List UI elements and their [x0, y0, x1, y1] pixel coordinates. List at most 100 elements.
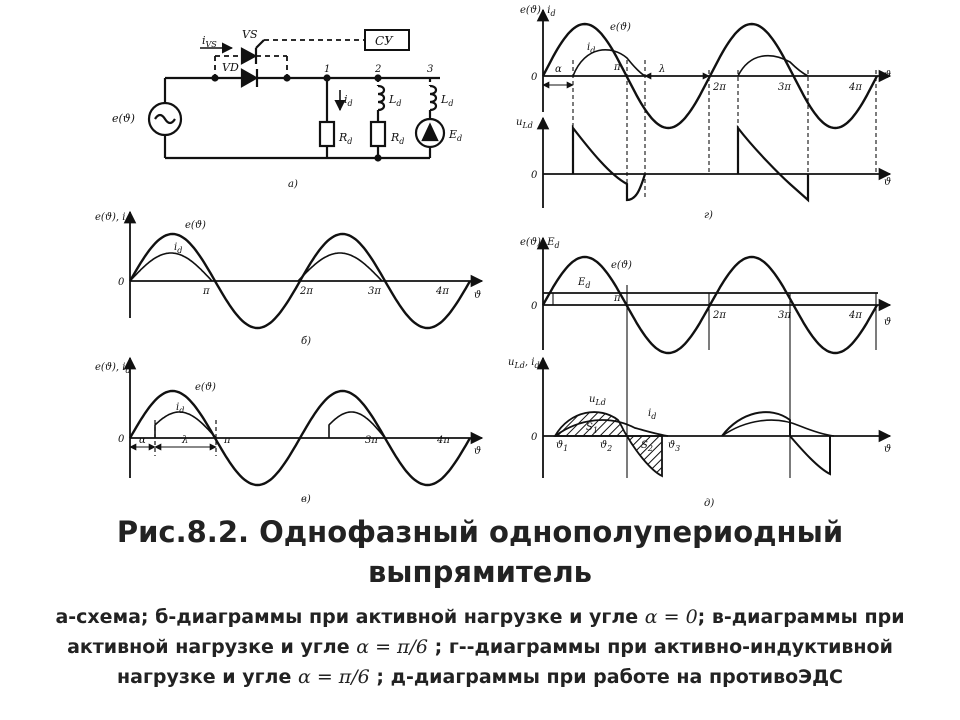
svg-text:3: 3 — [427, 64, 433, 75]
svg-text:Rd: Rd — [390, 131, 404, 146]
panel-g-i-curve — [572, 49, 809, 77]
panel-b-e-curve — [128, 232, 472, 330]
caption-part-1: а-схема; б-диаграммы при активной нагруз… — [55, 606, 645, 628]
svg-text:π: π — [202, 286, 210, 297]
inductor-ld-2 — [429, 84, 438, 112]
svg-text:π: π — [613, 293, 621, 304]
svg-text:д): д) — [704, 498, 714, 509]
svg-text:2π: 2π — [299, 286, 313, 297]
panel-d-uld2-curve — [721, 411, 831, 476]
svg-text:e(ϑ), id: e(ϑ), id — [95, 212, 131, 225]
svg-text:λ: λ — [181, 435, 188, 446]
panel-g-uld-curve — [571, 124, 810, 203]
figure-diagrams: iVS VS VD СУ e(ϑ) 1 2 3 id Rd Ld Rd Ld E… — [95, 5, 892, 509]
svg-text:ϑ2: ϑ2 — [600, 440, 612, 453]
svg-text:ϑ: ϑ — [884, 444, 891, 455]
panel-v: e(ϑ), id e(ϑ) id 0 α λ π 3π 4π ϑ в) — [95, 356, 484, 505]
resistor-rd-1 — [318, 120, 336, 148]
svg-text:г): г) — [704, 210, 713, 221]
svg-text:e(ϑ), Ed: e(ϑ), Ed — [520, 237, 560, 250]
svg-text:S1: S1 — [586, 422, 598, 435]
svg-text:id: id — [176, 402, 184, 415]
svg-text:4π: 4π — [848, 310, 862, 321]
svg-text:e(ϑ): e(ϑ) — [112, 112, 135, 125]
svg-text:iVS: iVS — [202, 34, 217, 49]
caption-math-2: α = π/6 — [356, 636, 429, 658]
svg-text:id: id — [344, 93, 353, 108]
svg-text:0: 0 — [118, 434, 125, 445]
panel-d-id-curve — [554, 419, 669, 437]
svg-text:Ed: Ed — [577, 277, 590, 290]
caption-part-3: ; г--диаграммы при активно-индуктивной н… — [117, 636, 893, 688]
svg-text:Rd: Rd — [338, 131, 352, 146]
svg-text:λ: λ — [658, 64, 665, 75]
resistor-rd-2 — [369, 120, 387, 148]
svg-text:ϑ1: ϑ1 — [556, 440, 568, 453]
svg-text:4π: 4π — [436, 435, 450, 446]
svg-text:e(ϑ): e(ϑ) — [610, 22, 631, 33]
svg-text:π: π — [613, 62, 621, 73]
svg-text:Ld: Ld — [440, 93, 453, 108]
panel-v-e-curve — [128, 389, 472, 487]
svg-text:uLd, id: uLd, id — [508, 357, 540, 370]
svg-text:ϑ: ϑ — [474, 290, 481, 301]
svg-text:uLd: uLd — [589, 394, 606, 407]
svg-text:3π: 3π — [778, 310, 791, 321]
svg-text:б): б) — [301, 336, 311, 347]
inductor-ld-1 — [377, 84, 386, 112]
svg-text:e(ϑ), id: e(ϑ), id — [95, 362, 131, 375]
svg-text:e(ϑ), id: e(ϑ), id — [520, 5, 556, 18]
svg-text:VD: VD — [222, 61, 239, 74]
svg-text:ϑ: ϑ — [884, 70, 891, 81]
ac-source-icon — [147, 101, 183, 137]
svg-text:uLd: uLd — [516, 117, 533, 130]
panel-d-e-curve — [541, 255, 879, 355]
svg-text:2π: 2π — [712, 82, 726, 93]
svg-text:2π: 2π — [712, 310, 726, 321]
caption-math-3: α = π/6 — [297, 666, 370, 688]
svg-text:0: 0 — [531, 432, 538, 443]
svg-text:1: 1 — [324, 64, 330, 75]
svg-text:4π: 4π — [848, 82, 862, 93]
svg-text:ϑ: ϑ — [884, 317, 891, 328]
svg-text:Ld: Ld — [388, 93, 401, 108]
svg-text:в): в) — [301, 494, 311, 505]
panel-d-id2-curve — [721, 419, 835, 437]
panel-v-i-curve — [154, 411, 386, 439]
panel-d-s2-area — [625, 435, 663, 478]
svg-text:id: id — [174, 242, 182, 255]
svg-text:ϑ: ϑ — [474, 446, 481, 457]
svg-text:0: 0 — [531, 170, 538, 181]
circuit-schematic — [147, 29, 446, 162]
caption-title: Рис.8.2. Однофазный однополупериодный вы… — [116, 515, 844, 589]
panel-d-s1-area — [553, 411, 629, 437]
svg-text:S2: S2 — [641, 440, 653, 453]
svg-text:π: π — [223, 435, 231, 446]
svg-text:id: id — [587, 42, 595, 55]
caption-part-4: ; д-диаграммы при работе на противоЭДС — [369, 666, 843, 688]
panel-b: e(ϑ), id e(ϑ) id 0 π 2π 3π 4π ϑ б) — [95, 210, 484, 347]
svg-text:3π: 3π — [368, 286, 381, 297]
svg-text:e(ϑ): e(ϑ) — [195, 382, 216, 393]
svg-text:0: 0 — [531, 72, 538, 83]
caption-body: а-схема; б-диаграммы при активной нагруз… — [22, 602, 938, 692]
thyristor-vs-icon — [240, 47, 258, 65]
svg-text:id: id — [648, 408, 656, 421]
svg-text:2: 2 — [374, 64, 381, 75]
svg-text:СУ: СУ — [375, 34, 394, 48]
svg-text:а): а) — [288, 179, 298, 190]
panel-g-e-curve — [541, 22, 879, 130]
diode-vd-icon — [240, 68, 259, 88]
svg-text:VS: VS — [242, 28, 258, 41]
panel-d: e(ϑ), Ed e(ϑ) Ed 0 π 2π 3π 4π ϑ uLd, id … — [508, 236, 892, 509]
svg-text:Ed: Ed — [448, 128, 462, 143]
circuit-labels: iVS VS VD СУ e(ϑ) 1 2 3 id Rd Ld Rd Ld E… — [112, 28, 462, 190]
svg-text:3π: 3π — [778, 82, 791, 93]
svg-text:e(ϑ): e(ϑ) — [611, 260, 632, 271]
panel-g: e(ϑ), id e(ϑ) id 0 α π λ 2π 3π 4π ϑ uLd … — [516, 5, 892, 221]
caption-math-1: α = 0 — [644, 606, 698, 628]
svg-text:ϑ3: ϑ3 — [668, 440, 680, 453]
svg-text:e(ϑ): e(ϑ) — [185, 220, 206, 231]
control-unit-box — [364, 29, 410, 51]
svg-text:4π: 4π — [435, 286, 449, 297]
